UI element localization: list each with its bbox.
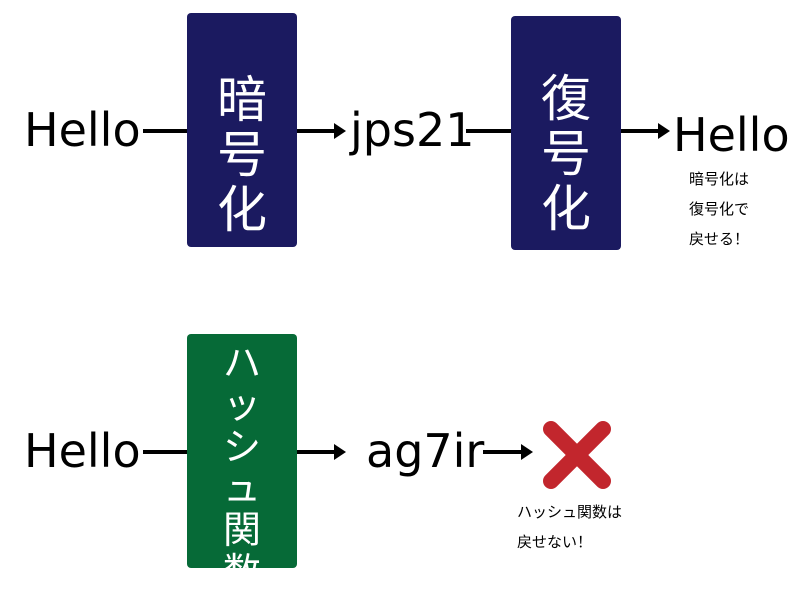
vertical-label-char: 数 [222, 549, 261, 594]
vertical-label-char: シ [222, 424, 261, 469]
plaintext-output: Hello [673, 108, 790, 162]
encrypt-box: 暗号化 [187, 13, 297, 247]
vertical-label-char: ュ [222, 466, 261, 511]
arrowhead-decrypt-to-output [658, 123, 670, 139]
vertical-label-char: ハ [222, 341, 261, 385]
encryption-note-line: 暗号化は [689, 170, 750, 188]
hash-note-line: ハッシュ関数は [517, 503, 623, 521]
encrypt-label: 暗号化 [187, 75, 297, 240]
hash-digest: ag7ir [366, 424, 485, 478]
hash-note-line: 戻せない！ [517, 533, 593, 551]
vertical-label-char: 号 [541, 125, 591, 183]
decrypt-box: 復号化 [511, 16, 621, 250]
vertical-label-char: 化 [217, 181, 267, 239]
vertical-label-char: 復 [541, 70, 591, 128]
arrowhead-hash-to-digest [334, 444, 346, 460]
vertical-label-char: 暗 [217, 71, 267, 129]
ciphertext: jps21 [350, 103, 475, 157]
hash-note: ハッシュ関数は 戻せない！ [517, 497, 622, 557]
vertical-label-char: ッ [222, 382, 261, 427]
encryption-note-line: 戻せる！ [689, 230, 750, 248]
plaintext-input: Hello [24, 103, 141, 157]
arrowhead-encrypt-to-cipher [334, 123, 346, 139]
hash-input: Hello [24, 424, 141, 478]
encryption-note: 暗号化は 復号化で 戻せる！ [689, 164, 749, 254]
encryption-note-line: 復号化で [689, 200, 750, 218]
cross-icon [543, 421, 611, 489]
vertical-label-char: 化 [541, 180, 591, 238]
decrypt-label: 復号化 [511, 74, 621, 239]
vertical-label-char: 号 [217, 126, 267, 184]
hash-function-label: ハッシュ関数 [187, 344, 297, 595]
arrowhead-digest-to-cross [521, 444, 533, 460]
vertical-label-char: 関 [222, 508, 261, 553]
hash-function-box: ハッシュ関数 [187, 334, 297, 591]
